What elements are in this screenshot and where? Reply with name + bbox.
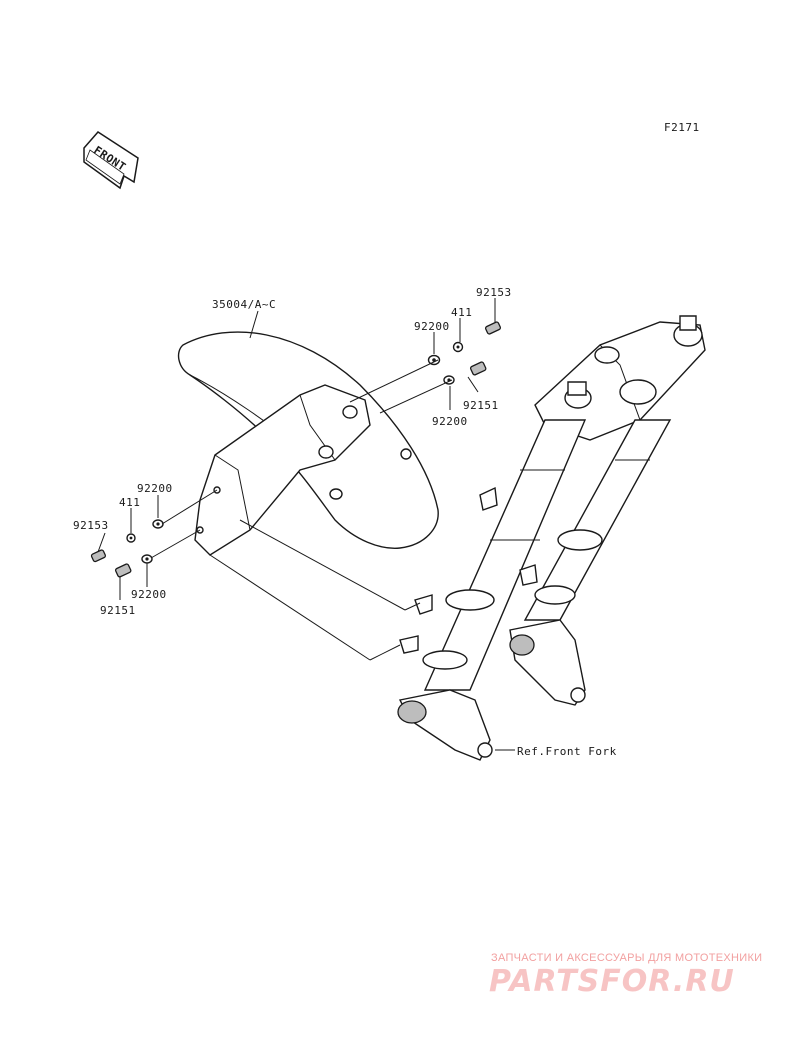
label-92200-right-lower: 92200 — [432, 415, 468, 428]
label-ref-front-fork: Ref.Front Fork — [517, 745, 617, 758]
label-92151-left: 92151 — [100, 604, 136, 617]
front-arrow-icon: FRONT — [83, 131, 139, 190]
label-92151-right: 92151 — [463, 399, 499, 412]
front-fork — [397, 315, 706, 761]
front-fender — [177, 331, 439, 556]
label-fender: 35004/A~C — [212, 298, 276, 311]
fasteners-upper-left — [90, 519, 164, 563]
label-411-left: 411 — [119, 496, 140, 509]
label-92200-right-upper: 92200 — [414, 320, 450, 333]
watermark-logo: PARTSFOR.RU — [489, 964, 735, 999]
label-92153-right: 92153 — [476, 286, 512, 299]
label-92200-left-upper: 92200 — [137, 482, 173, 495]
fasteners-lower-left — [114, 554, 153, 578]
figure-code: F2171 — [664, 121, 700, 134]
label-411-right: 411 — [451, 306, 472, 319]
fasteners-upper-right — [427, 321, 502, 366]
leader-lines — [97, 298, 515, 751]
watermark-tagline: ЗАПЧАСТИ И АКСЕССУАРЫ ДЛЯ МОТОТЕХНИКИ — [491, 952, 763, 964]
fasteners-lower-right — [443, 361, 487, 385]
label-92153-left: 92153 — [73, 519, 109, 532]
label-92200-left-lower: 92200 — [131, 588, 167, 601]
